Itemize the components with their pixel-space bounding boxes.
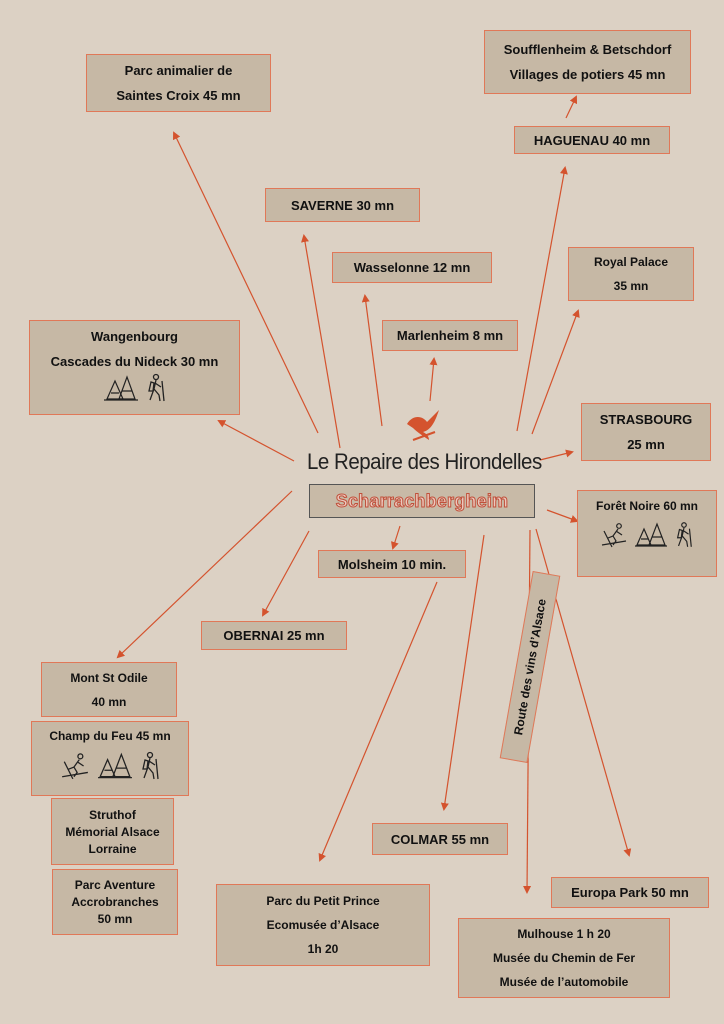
box-haguenau: HAGUENAU 40 mn (514, 126, 670, 154)
arrow-haguenau (516, 166, 568, 432)
box-wasselonne: Wasselonne 12 mn (332, 252, 492, 283)
label: HAGUENAU 40 mn (533, 132, 651, 148)
label: Ecomusée d’Alsace (266, 918, 380, 932)
box-foret-noire: Forêt Noire 60 mn (577, 490, 717, 577)
page-title: Le Repaire des Hirondelles (307, 449, 542, 474)
arrow-mont-st-odile (116, 490, 293, 659)
label: Saintes Croix 45 mn (116, 88, 241, 103)
swallow-logo-icon (405, 408, 441, 447)
subtitle-text: Scharrachbergheim (335, 490, 509, 511)
arrow-strasbourg (539, 449, 574, 461)
box-strasbourg: STRASBOURG 25 mn (581, 403, 711, 461)
label: Struthof (89, 807, 136, 822)
label: Wasselonne 12 mn (353, 260, 471, 275)
box-struthof: Struthof Mémorial Alsace Lorraine (51, 798, 174, 865)
label: Parc animalier de (124, 63, 233, 78)
arrow-wasselonne (361, 294, 383, 427)
box-colmar: COLMAR 55 mn (372, 823, 508, 855)
label: Parc du Petit Prince (266, 894, 380, 908)
box-europa-park: Europa Park 50 mn (551, 877, 709, 908)
label: STRASBOURG (599, 412, 693, 427)
box-parc-animalier: Parc animalier de Saintes Croix 45 mn (86, 54, 271, 112)
arrow-marlenheim (429, 357, 438, 402)
arrow-molsheim (391, 525, 401, 550)
label: 35 mn (613, 279, 649, 293)
label: Europa Park 50 mn (571, 885, 689, 900)
label: OBERNAI 25 mn (223, 628, 325, 643)
arrow-foret-noire (546, 509, 579, 523)
box-champ-du-feu: Champ du Feu 45 mn (31, 721, 189, 796)
label: 1h 20 (307, 942, 339, 956)
label: Accrobranches (71, 895, 159, 909)
icons-row (103, 373, 167, 403)
arrow-royal-palace (531, 309, 580, 435)
arrow-petit-prince (318, 581, 438, 862)
trees-icon (97, 751, 133, 781)
box-parc-aventure: Parc Aventure Accrobranches 50 mn (52, 869, 178, 935)
box-mulhouse: Mulhouse 1 h 20 Musée du Chemin de Fer M… (458, 918, 670, 998)
label: Lorraine (88, 841, 137, 856)
label: Champ du Feu 45 mn (49, 729, 171, 743)
label: Mulhouse 1 h 20 (517, 927, 611, 941)
arrow-parc-animalier (172, 131, 319, 434)
box-marlenheim: Marlenheim 8 mn (382, 320, 518, 351)
trees-icon (103, 373, 139, 403)
label: Villages de potiers 45 mn (509, 67, 666, 82)
label: Wangenbourg (91, 329, 178, 344)
label: Soufflenheim & Betschdorf (503, 42, 672, 57)
trees-icon (634, 521, 668, 549)
arrow-wangenbourg (217, 420, 295, 462)
icons-row (600, 521, 694, 549)
arrow-saverne (301, 234, 341, 449)
box-saverne: SAVERNE 30 mn (265, 188, 420, 222)
arrow-obernai (262, 530, 310, 617)
icons-row (59, 751, 161, 781)
label: Cascades du Nideck 30 mn (50, 354, 219, 369)
box-petit-prince: Parc du Petit Prince Ecomusée d’Alsace 1… (216, 884, 430, 966)
label: 50 mn (97, 912, 133, 926)
hiker-icon (139, 751, 161, 781)
box-royal-palace: Royal Palace 35 mn (568, 247, 694, 301)
label: 25 mn (627, 437, 665, 452)
label: Musée du Chemin de Fer (492, 951, 636, 965)
skier-icon (600, 521, 628, 549)
arrow-soufflenheim (565, 95, 578, 119)
label: Forêt Noire 60 mn (595, 499, 699, 513)
label: Molsheim 10 min. (337, 556, 447, 572)
box-molsheim: Molsheim 10 min. (318, 550, 466, 578)
label: Parc Aventure (74, 878, 156, 892)
label: Marlenheim 8 mn (396, 328, 504, 343)
box-mont-st-odile: Mont St Odile 40 mn (41, 662, 177, 717)
hiker-icon (674, 521, 694, 549)
label: COLMAR 55 mn (390, 831, 490, 847)
box-wangenbourg: Wangenbourg Cascades du Nideck 30 mn (29, 320, 240, 415)
box-obernai: OBERNAI 25 mn (201, 621, 347, 650)
box-soufflenheim: Soufflenheim & Betschdorf Villages de po… (484, 30, 691, 94)
skier-icon (59, 751, 91, 781)
label: Mémorial Alsace (65, 824, 160, 839)
label: Mont St Odile (70, 670, 148, 685)
label: SAVERNE 30 mn (290, 197, 395, 213)
hiker-icon (145, 373, 167, 403)
label: Musée de l’automobile (499, 975, 629, 989)
arrow-colmar (440, 534, 485, 811)
subtitle-badge: Scharrachbergheim (309, 484, 535, 518)
label: 40 mn (91, 694, 127, 709)
label: Royal Palace (593, 255, 669, 269)
